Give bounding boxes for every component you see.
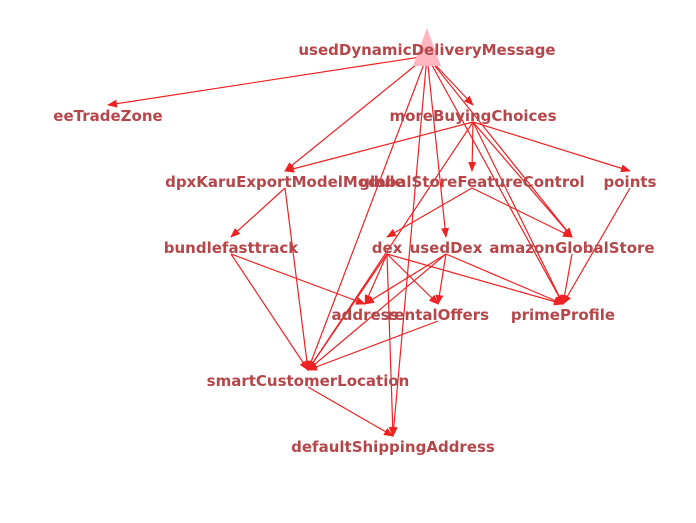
edge-dex-to-rentalOffers bbox=[386, 253, 439, 305]
edge-usedDex-to-rentalOffers bbox=[435, 253, 447, 305]
node-label-bundlefasttrack: bundlefasttrack bbox=[164, 239, 299, 257]
edge-amazonGlobalStore-to-primeProfile bbox=[560, 253, 573, 305]
edge-usedDex-to-smartCustomerLocation bbox=[307, 253, 447, 371]
markers-layer bbox=[413, 28, 441, 66]
edge-dpxKaruExportModelModule-to-bundlefasttrack bbox=[230, 187, 286, 238]
edge-globalStoreFeatureControl-to-dex bbox=[386, 187, 473, 238]
node-label-points: points bbox=[604, 173, 657, 191]
edge-rentalOffers-to-smartCustomerLocation bbox=[307, 320, 439, 371]
edge-bundlefasttrack-to-smartCustomerLocation bbox=[230, 253, 309, 371]
edge-moreBuyingChoices-to-dpxKaruExportModelModule bbox=[284, 121, 474, 173]
node-label-rentalOffers: rentalOffers bbox=[387, 306, 489, 324]
node-label-eeTradeZone: eeTradeZone bbox=[53, 107, 162, 125]
node-label-dex: dex bbox=[372, 239, 403, 257]
edge-moreBuyingChoices-to-points bbox=[472, 121, 631, 173]
labels-layer: usedDynamicDeliveryMessage eeTradeZone mor… bbox=[53, 41, 656, 456]
edge-dex-to-primeProfile bbox=[386, 253, 564, 306]
edge-moreBuyingChoices-to-globalStoreFeatureControl bbox=[468, 121, 477, 172]
edge-dex-to-address bbox=[364, 253, 388, 305]
node-label-usedDex: usedDex bbox=[410, 239, 483, 257]
root-node-marker bbox=[413, 28, 441, 66]
node-label-amazonGlobalStore: amazonGlobalStore bbox=[489, 239, 654, 257]
edges-layer bbox=[107, 55, 631, 437]
edge-usedDynamicDeliveryMessage-to-primeProfile bbox=[426, 55, 564, 305]
node-label-address: address bbox=[331, 306, 398, 324]
edge-usedDynamicDeliveryMessage-to-usedDex bbox=[426, 55, 450, 238]
edge-usedDex-to-address bbox=[364, 253, 447, 305]
edge-globalStoreFeatureControl-to-amazonGlobalStore bbox=[471, 187, 573, 238]
edge-smartCustomerLocation-to-defaultShippingAddress bbox=[307, 386, 394, 437]
node-label-defaultShippingAddress: defaultShippingAddress bbox=[291, 438, 495, 456]
edge-moreBuyingChoices-to-primeProfile bbox=[472, 121, 564, 305]
node-label-moreBuyingChoices: moreBuyingChoices bbox=[389, 107, 556, 125]
edge-moreBuyingChoices-to-amazonGlobalStore bbox=[472, 121, 573, 238]
edge-usedDynamicDeliveryMessage-to-smartCustomerLocation bbox=[307, 55, 428, 371]
edge-points-to-primeProfile bbox=[562, 187, 631, 305]
node-label-primeProfile: primeProfile bbox=[511, 306, 615, 324]
edge-dex-to-smartCustomerLocation bbox=[307, 253, 388, 371]
node-label-globalStoreFeatureControl: globalStoreFeatureControl bbox=[359, 173, 584, 191]
node-label-dpxKaruExportModelModule: dpxKaruExportModelModule bbox=[165, 173, 405, 191]
edge-usedDynamicDeliveryMessage-to-eeTradeZone bbox=[107, 55, 428, 108]
edge-usedDynamicDeliveryMessage-to-dpxKaruExportModelModule bbox=[284, 55, 428, 172]
node-label-smartCustomerLocation: smartCustomerLocation bbox=[207, 372, 410, 390]
edge-usedDex-to-primeProfile bbox=[445, 253, 564, 305]
edge-usedDynamicDeliveryMessage-to-amazonGlobalStore bbox=[426, 55, 573, 238]
node-label-usedDynamicDeliveryMessage: usedDynamicDeliveryMessage bbox=[298, 41, 555, 59]
edge-dex-to-defaultShippingAddress bbox=[386, 253, 397, 437]
edge-bundlefasttrack-to-address bbox=[230, 253, 366, 305]
edge-usedDynamicDeliveryMessage-to-defaultShippingAddress bbox=[389, 55, 428, 437]
